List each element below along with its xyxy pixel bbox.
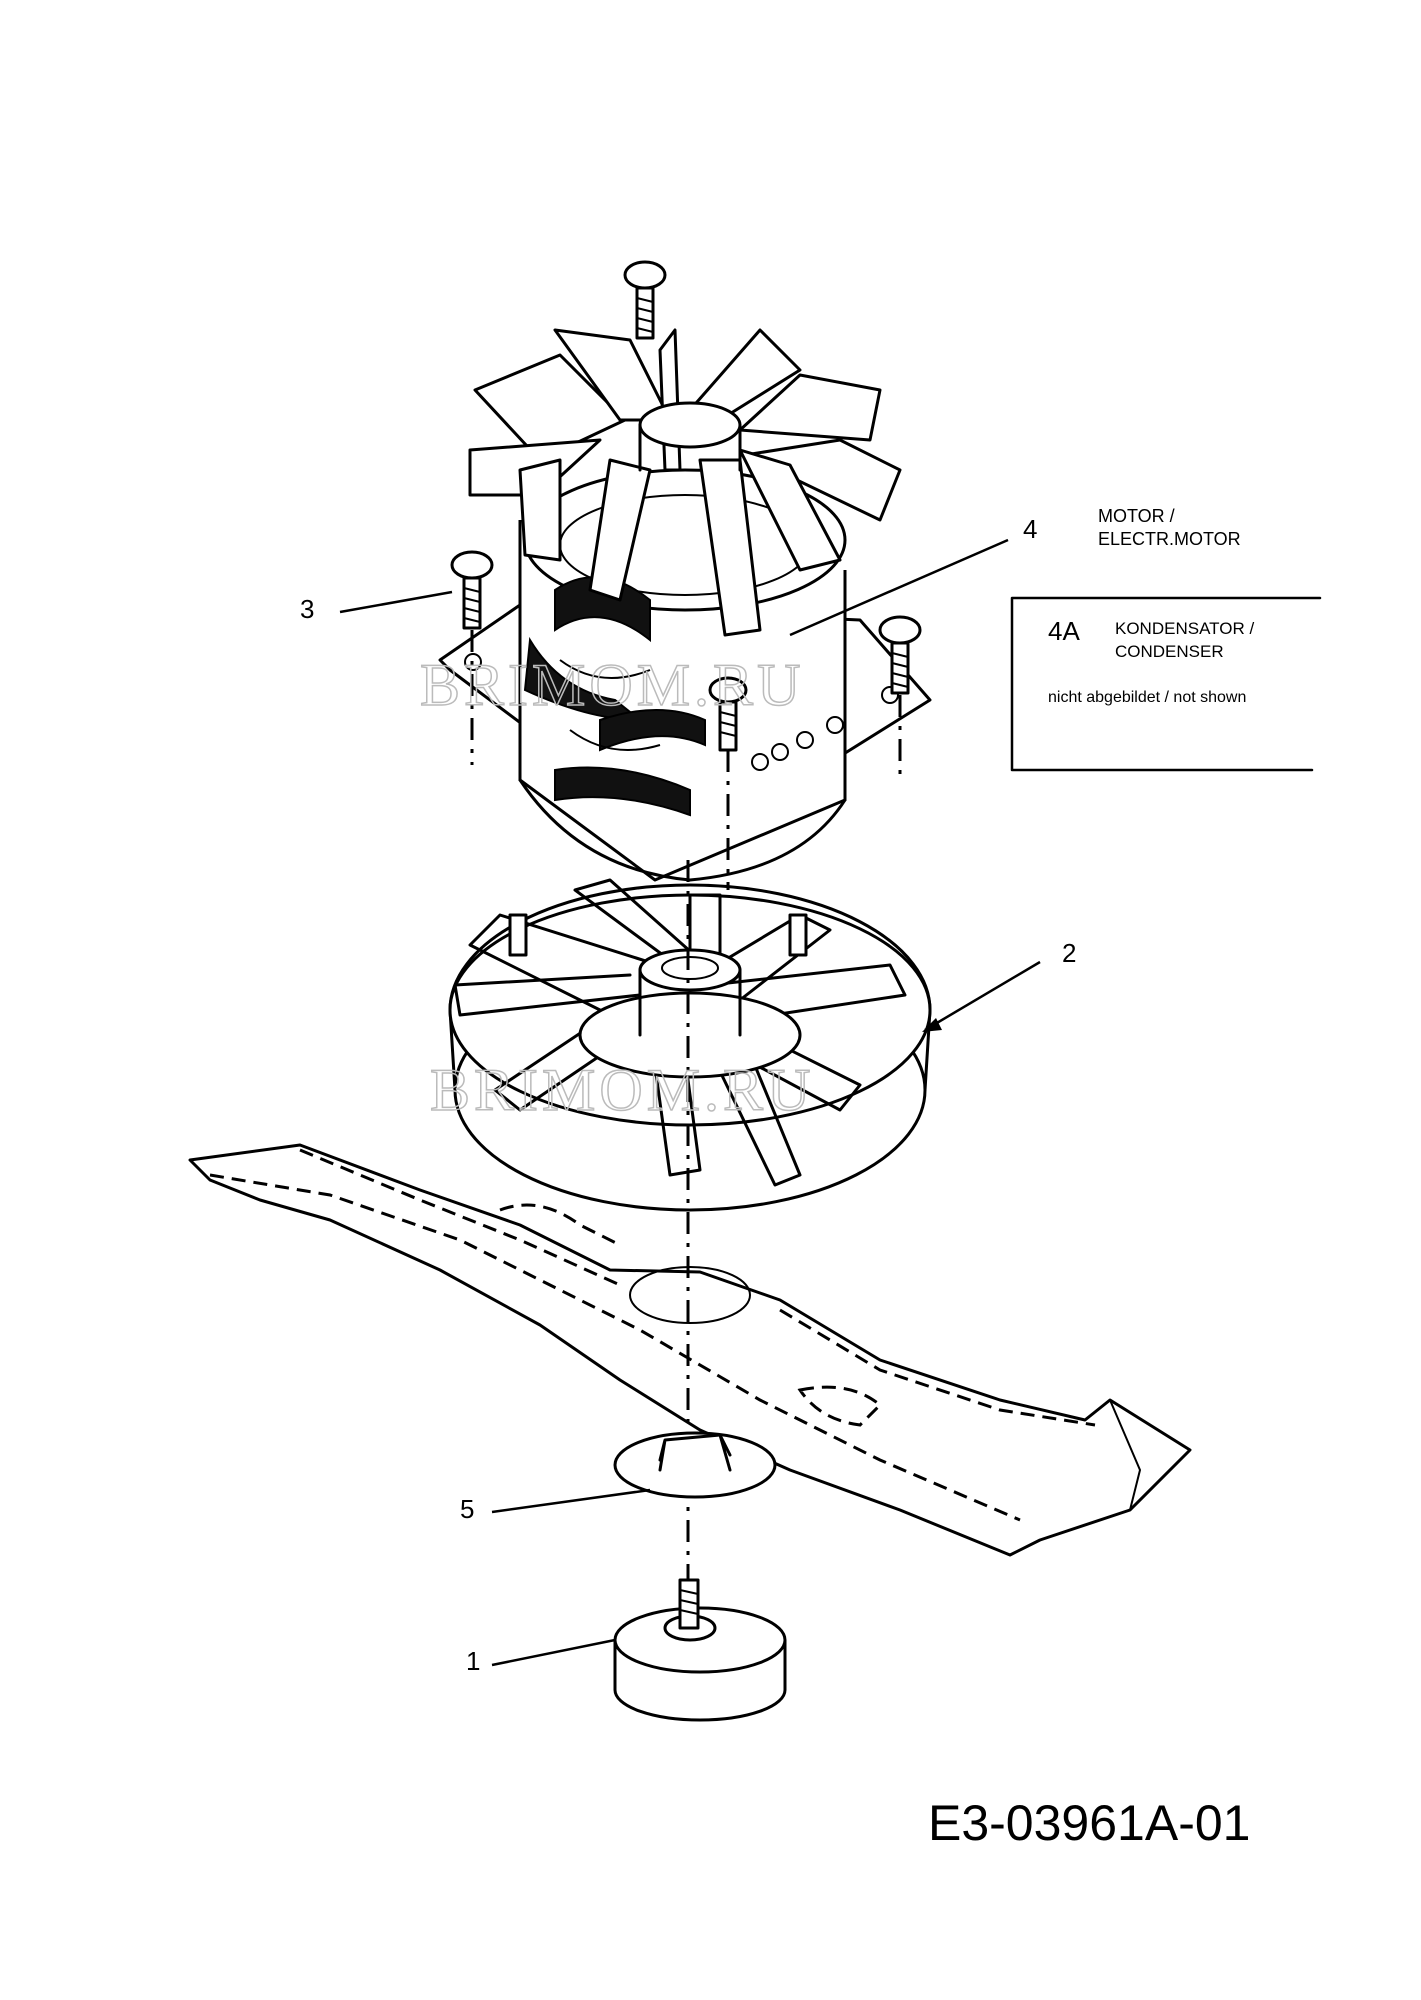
leader-lines xyxy=(339,538,1041,1667)
callout-2: 2 xyxy=(1062,938,1076,968)
watermark-lower: BRIMOM.RU xyxy=(430,1057,814,1123)
assembly-center-lines xyxy=(470,630,902,1580)
blade-adapter xyxy=(613,1431,777,1499)
electric-motor xyxy=(438,328,932,882)
motor-cooling-fins xyxy=(468,328,902,637)
info-note: nicht abgebildet / not shown xyxy=(1048,689,1246,706)
blade-bolt-hub xyxy=(613,1578,787,1722)
arrowhead-2 xyxy=(922,1018,942,1032)
motor-label-line1: MOTOR / xyxy=(1098,506,1175,526)
watermark-upper: BRIMOM.RU xyxy=(420,652,804,718)
info-line2: CONDENSER xyxy=(1115,642,1224,661)
callout-3: 3 xyxy=(300,594,314,624)
callout-5: 5 xyxy=(460,1494,474,1524)
info-part-number: 4A xyxy=(1048,616,1080,646)
screw-top xyxy=(623,260,667,340)
info-line1: KONDENSATOR / xyxy=(1115,619,1254,638)
screw-left xyxy=(450,550,494,630)
callout-4: 4 xyxy=(1023,514,1037,544)
screw-front xyxy=(708,676,748,752)
cutting-blade xyxy=(188,1143,1192,1557)
drawing-number: E3-03961A-01 xyxy=(928,1795,1250,1851)
motor-label-line2: ELECTR.MOTOR xyxy=(1098,529,1241,549)
screw-right xyxy=(878,615,922,695)
condenser-info-box: 4A KONDENSATOR / CONDENSER nicht abgebil… xyxy=(1010,596,1322,772)
callout-1: 1 xyxy=(466,1646,480,1676)
fan-impeller xyxy=(448,878,932,1212)
